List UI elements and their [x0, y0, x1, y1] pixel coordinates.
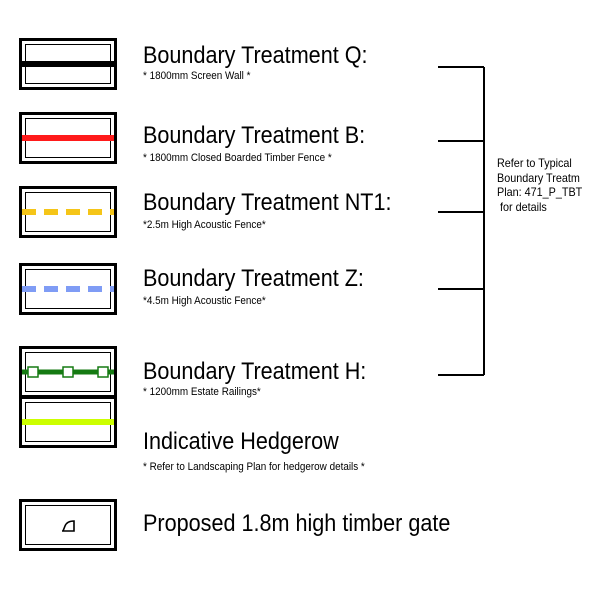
- swatch-dashed-blue-line: [19, 263, 117, 315]
- timber-gate-title: Proposed 1.8m high timber gate: [143, 510, 451, 537]
- legend-item-boundary-nt1: Boundary Treatment NT1: *2.5m High Acous…: [0, 0, 440, 238]
- swatch-solid-red-line: [19, 112, 117, 164]
- swatch-railing-green-line: [19, 346, 117, 398]
- boundary-nt1-title: Boundary Treatment NT1:: [143, 189, 392, 216]
- legend-item-boundary-q: Boundary Treatment Q: * 1800mm Screen Wa…: [0, 0, 440, 90]
- swatch-gate-symbol: [19, 499, 117, 551]
- boundary-z-note: *4.5m High Acoustic Fence*: [143, 295, 266, 307]
- boundary-q-title: Boundary Treatment Q:: [143, 42, 368, 69]
- swatch-dashed-yellow-line: [19, 186, 117, 238]
- boundary-q-note: * 1800mm Screen Wall *: [143, 70, 251, 82]
- legend-item-boundary-z: Boundary Treatment Z: *4.5m High Acousti…: [0, 0, 440, 315]
- boundary-nt1-note: *2.5m High Acoustic Fence*: [143, 219, 266, 231]
- boundary-h-title: Boundary Treatment H:: [143, 358, 367, 385]
- boundary-z-title: Boundary Treatment Z:: [143, 265, 364, 292]
- hedgerow-title: Indicative Hedgerow: [143, 428, 339, 455]
- swatch-solid-black-line: [19, 38, 117, 90]
- boundary-h-note: * 1200mm Estate Railings*: [143, 386, 261, 398]
- swatch-solid-lime-line: [19, 396, 117, 448]
- hedgerow-note: * Refer to Landscaping Plan for hedgerow…: [143, 461, 365, 473]
- legend-item-timber-gate: Proposed 1.8m high timber gate: [0, 0, 450, 551]
- gate-icon: [62, 520, 75, 532]
- boundary-b-title: Boundary Treatment B:: [143, 122, 366, 149]
- boundary-b-note: * 1800mm Closed Boarded Timber Fence *: [143, 152, 332, 164]
- legend-item-boundary-h: Boundary Treatment H: * 1200mm Estate Ra…: [0, 0, 440, 398]
- legend-item-boundary-b: Boundary Treatment B: * 1800mm Closed Bo…: [0, 0, 440, 164]
- legend-item-hedgerow: Indicative Hedgerow * Refer to Landscapi…: [0, 0, 440, 473]
- refer-to-plan-note: Refer to Typical Boundary Treatm Plan: 4…: [497, 156, 583, 214]
